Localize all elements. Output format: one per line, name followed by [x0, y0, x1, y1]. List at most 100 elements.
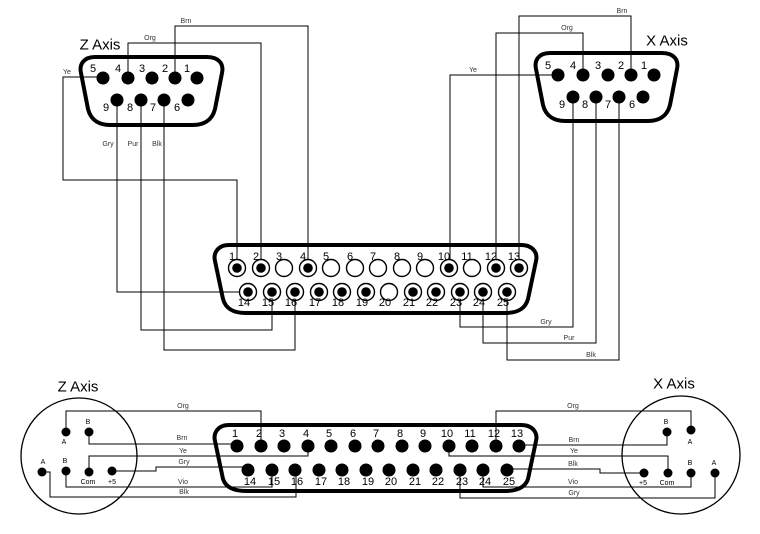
lower-db25-connector-pin-1-number: 1 [232, 428, 238, 440]
lower-db25-connector-pin-17-number: 17 [315, 476, 327, 488]
lower-wire-brn-7 [519, 432, 668, 446]
lower-x-connector-terminal-label-plus5-2: +5 [639, 480, 647, 487]
upper-db25-connector-pin-22-number: 22 [426, 297, 438, 309]
lower-db25-connector-pin-10 [442, 439, 456, 453]
upper-x-connector-pin-3-number: 3 [595, 60, 601, 72]
lower-db25-connector-pin-23-number: 23 [456, 476, 468, 488]
upper-wire-label-ye-0: Ye [63, 69, 71, 76]
upper-x-connector-pin-9-number: 9 [559, 99, 565, 111]
upper-db25-connector-pin-21-contact [408, 287, 418, 297]
upper-db25-connector-pin-2-contact [256, 263, 266, 273]
upper-x-connector-pin-1 [647, 68, 661, 82]
lower-db25-connector-pin-22 [429, 463, 443, 477]
lower-x-connector-terminal-A-1 [686, 425, 696, 435]
upper-x-connector-pin-5 [551, 68, 565, 82]
lower-db25-connector-pin-25-number: 25 [503, 476, 515, 488]
lower-db25-connector-pin-12 [489, 439, 503, 453]
lower-wire-label-ye-8: Ye [570, 448, 578, 455]
lower-db25-connector-pin-6 [348, 439, 362, 453]
lower-wire-org-0 [65, 410, 262, 446]
lower-x-connector-terminal-A-5 [710, 468, 720, 478]
upper-x-connector-pin-6 [636, 90, 650, 104]
lower-x-connector-outline [621, 395, 741, 515]
upper-z-connector-pin-8 [134, 93, 148, 107]
upper-db25-connector-pin-11 [462, 258, 482, 278]
upper-z-connector-pin-1-number: 1 [184, 63, 190, 75]
upper-x-connector-title: X Axis [646, 33, 688, 50]
lower-x-connector-terminal-label-A-5: A [712, 460, 717, 467]
lower-z-connector-terminal-plus5-5 [107, 466, 117, 476]
upper-db25-connector-pin-17-number: 17 [309, 297, 321, 309]
upper-z-connector-pin-5-number: 5 [90, 63, 96, 75]
upper-db25-connector-pin-15-number: 15 [262, 297, 274, 309]
upper-db25-connector-pin-12-contact [491, 263, 501, 273]
lower-db25-connector-pin-24 [476, 463, 490, 477]
lower-db25-connector-pin-11-number: 11 [464, 428, 475, 440]
upper-wire-label-ye-6: Ye [469, 67, 477, 74]
lower-db25-connector-pin-4-number: 4 [303, 428, 309, 440]
lower-db25-connector-pin-7 [371, 439, 385, 453]
lower-x-connector-terminal-label-B-4: B [688, 460, 693, 467]
lower-db25-connector-pin-20 [382, 463, 396, 477]
upper-x-connector-outline [533, 51, 680, 123]
upper-z-connector-pin-2-number: 2 [162, 63, 168, 75]
upper-db25-connector-pin-10-contact [444, 263, 454, 273]
upper-z-connector-pin-5 [96, 71, 110, 85]
lower-db25-connector-pin-25 [500, 463, 514, 477]
lower-wire-label-org-0: Org [177, 403, 189, 410]
lower-wire-blk-9 [507, 468, 644, 474]
upper-db25-connector-pin-15-contact [267, 287, 277, 297]
upper-wire-pur-4 [140, 100, 273, 331]
upper-db25-connector-pin-8-number: 8 [394, 251, 400, 263]
lower-z-connector-terminal-A-2 [37, 467, 47, 477]
lower-db25-connector-pin-24-number: 24 [479, 476, 491, 488]
upper-z-connector-outline [78, 55, 225, 127]
lower-x-connector-terminal-label-A-1: A [688, 439, 693, 446]
upper-z-connector-pin-1 [190, 71, 204, 85]
upper-db25-connector-pin-2-number: 2 [253, 251, 259, 263]
lower-db25-connector-pin-10-number: 10 [441, 428, 453, 440]
upper-x-connector-pin-3 [601, 68, 615, 82]
upper-db25-connector-pin-20-number: 20 [379, 297, 391, 309]
upper-wire-ye-6 [449, 74, 558, 268]
lower-db25-connector-pin-15-number: 15 [268, 476, 280, 488]
upper-wire-label-pur-4: Pur [128, 141, 140, 148]
upper-db25-connector-pin-14-contact [243, 287, 253, 297]
lower-db25-connector-pin-12-number: 12 [488, 428, 500, 440]
lower-wire-label-vio-4: Vio [178, 479, 188, 486]
lower-wire-label-brn-1: Brn [177, 435, 188, 442]
upper-wire-ye-0 [62, 76, 238, 268]
upper-z-connector-pin-9 [110, 93, 124, 107]
lower-x-connector-terminal-B-0 [662, 427, 672, 437]
lower-db25-connector-pin-6-number: 6 [350, 428, 356, 440]
lower-db25-connector-pin-3 [277, 439, 291, 453]
upper-x-connector-pin-9 [566, 90, 580, 104]
upper-wire-label-org-1: Org [144, 35, 156, 42]
upper-x-connector-pin-7 [612, 90, 626, 104]
upper-x-connector-pin-5-number: 5 [545, 60, 551, 72]
lower-x-connector-title: X Axis [653, 376, 695, 393]
lower-wire-label-gry-3: Gry [178, 459, 190, 466]
upper-db25-connector-pin-7 [368, 258, 388, 278]
upper-x-connector-pin-6-number: 6 [629, 99, 635, 111]
upper-wire-brn-2 [174, 25, 309, 268]
lower-z-connector-terminal-label-A-0: A [62, 439, 67, 446]
upper-x-connector-pin-2-number: 2 [618, 60, 624, 72]
lower-wire-label-ye-2: Ye [179, 448, 187, 455]
lower-db25-connector-pin-2 [254, 439, 268, 453]
upper-x-connector-pin-4-number: 4 [570, 60, 576, 72]
upper-wire-label-pur-10: Pur [564, 335, 576, 342]
upper-wire-gry-3 [116, 100, 248, 293]
lower-z-connector-title: Z Axis [58, 379, 99, 396]
upper-x-connector-pin-8-number: 8 [582, 99, 588, 111]
upper-db25-connector-pin-14-number: 14 [238, 297, 250, 309]
upper-z-connector-pin-4-number: 4 [115, 63, 121, 75]
upper-db25-connector-pin-23-number: 23 [450, 297, 462, 309]
upper-db25-connector-pin-5 [321, 258, 341, 278]
upper-wire-brn-8 [518, 15, 632, 268]
upper-db25-connector-pin-18-contact [337, 287, 347, 297]
upper-db25-connector-pin-12-number: 12 [485, 251, 497, 263]
